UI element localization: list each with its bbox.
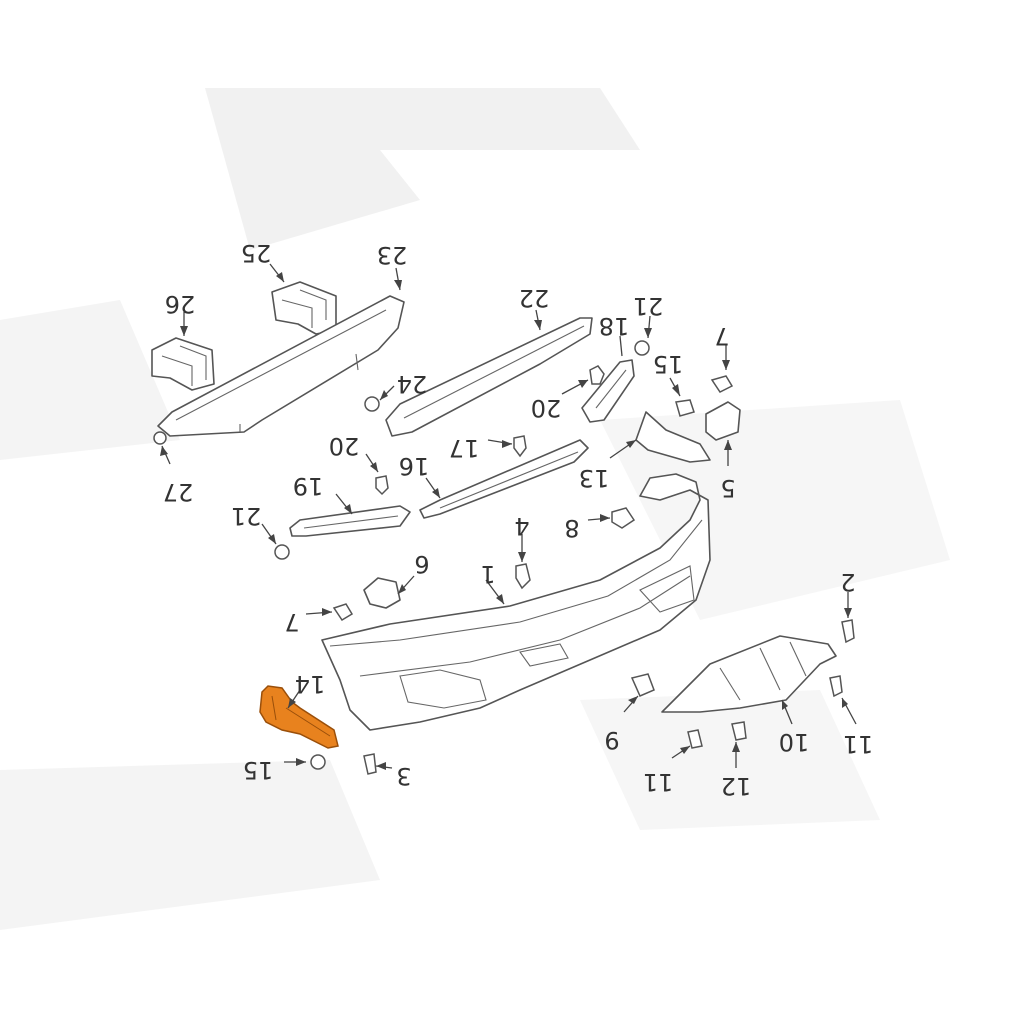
callout-4: 4: [514, 512, 529, 540]
callout-11-left: 11: [643, 768, 674, 796]
callout-15-lower: 15: [243, 756, 274, 784]
callout-18: 18: [599, 312, 630, 340]
callout-19: 19: [293, 472, 324, 500]
part-18-side-bracket: [581, 359, 635, 423]
callout-8: 8: [564, 514, 579, 542]
callout-labels: 25 23 26 22 21 18 7 15 24 20 20 17 16 13…: [163, 239, 874, 800]
callout-13: 13: [579, 464, 610, 492]
callout-15-upper: 15: [653, 350, 684, 378]
fasteners: [274, 340, 855, 775]
part-19-retainer: [289, 505, 411, 537]
callout-11-right: 11: [843, 730, 874, 758]
part-26-mount-bracket: [151, 337, 215, 391]
part-6-guide: [363, 577, 401, 609]
part-14-highlighted-bracket: [259, 685, 339, 749]
part-25-mount-bracket: [271, 281, 337, 335]
callout-3: 3: [396, 762, 411, 790]
callout-22: 22: [519, 284, 550, 312]
callout-27: 27: [163, 478, 194, 506]
part-16-retainer: [419, 439, 589, 519]
part-5-retainer: [705, 401, 741, 441]
part-22-absorber: [385, 317, 593, 437]
part-23-reinforcement: [153, 295, 405, 445]
callout-16: 16: [399, 452, 430, 480]
callout-1: 1: [480, 560, 495, 588]
leader-arrowheads: [160, 272, 852, 770]
callout-9: 9: [604, 726, 619, 754]
callout-5: 5: [720, 474, 735, 502]
callout-24: 24: [397, 370, 428, 398]
watermark: [0, 88, 950, 930]
callout-6: 6: [414, 550, 429, 578]
callout-17: 17: [449, 434, 480, 462]
callout-25: 25: [241, 239, 272, 267]
part-1-bumper-cover: [321, 473, 711, 731]
callout-21-upper: 21: [633, 292, 664, 320]
callout-10: 10: [779, 728, 810, 756]
callout-20-left: 20: [329, 432, 360, 460]
part-10-splash-shield: [661, 635, 837, 713]
callout-14: 14: [295, 670, 326, 698]
callout-21-lower: 21: [231, 502, 262, 530]
callout-20-right: 20: [531, 394, 562, 422]
callout-12: 12: [721, 772, 752, 800]
callout-26: 26: [165, 290, 196, 318]
callout-7-lower: 7: [284, 608, 299, 636]
callout-2: 2: [840, 568, 855, 596]
callout-7-upper: 7: [714, 322, 729, 350]
part-13-side-bracket: [635, 411, 711, 463]
callout-23: 23: [377, 241, 408, 269]
